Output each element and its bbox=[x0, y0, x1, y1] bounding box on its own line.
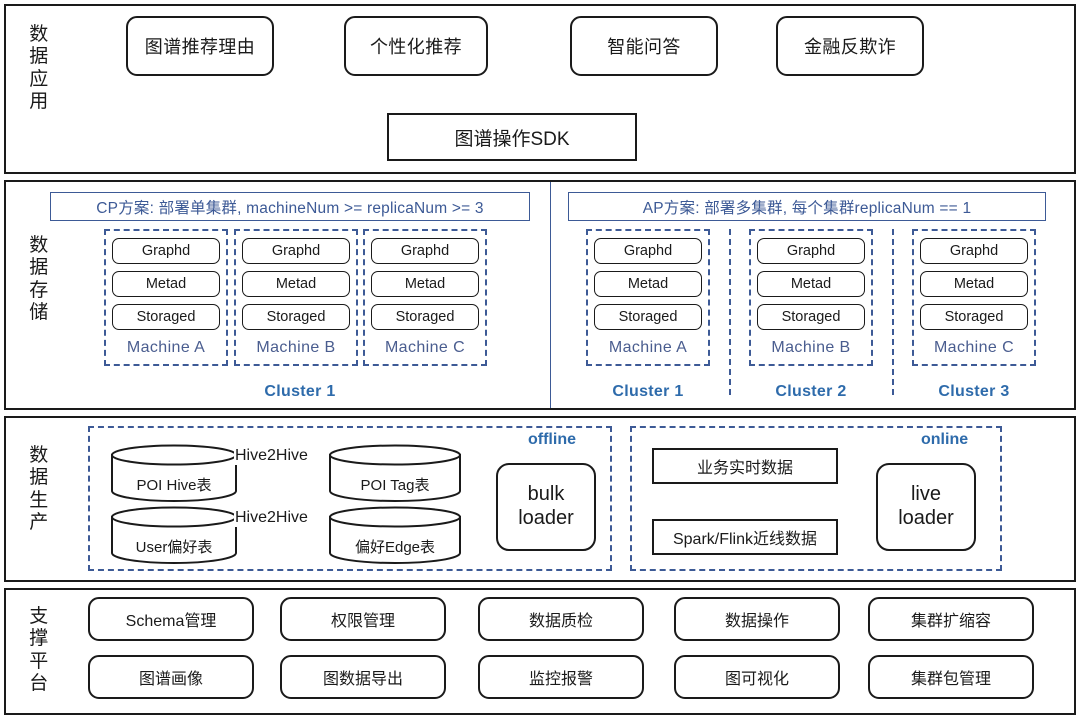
platform-box-schema-management[interactable]: Schema管理 bbox=[88, 597, 254, 641]
cluster-label-ap-2: Cluster 2 bbox=[775, 383, 847, 400]
machine-ap-b[interactable]: Graphd Metad Storaged Machine B bbox=[749, 229, 873, 366]
ap-cluster-divider-1 bbox=[729, 229, 731, 395]
service-storaged[interactable]: Storaged bbox=[112, 304, 220, 330]
service-storaged[interactable]: Storaged bbox=[242, 304, 350, 330]
service-graphd[interactable]: Graphd bbox=[594, 238, 702, 264]
cluster-label-ap-3: Cluster 3 bbox=[938, 383, 1010, 400]
bulk-loader-line2: loader bbox=[518, 507, 574, 529]
service-storaged[interactable]: Storaged bbox=[371, 304, 479, 330]
scheme-header-cp: CP方案: 部署单集群, machineNum >= replicaNum >=… bbox=[50, 192, 530, 221]
cluster-label-cp-1: Cluster 1 bbox=[264, 383, 336, 400]
cylinder-user-preference-table[interactable]: User偏好表 bbox=[110, 506, 238, 564]
cylinder-label: User偏好表 bbox=[135, 539, 213, 556]
online-tag: online bbox=[921, 431, 969, 448]
row-label-char: 应 bbox=[29, 68, 49, 90]
row-label-char: 储 bbox=[29, 302, 49, 324]
row-label-char: 数 bbox=[29, 235, 49, 256]
service-metad[interactable]: Metad bbox=[594, 271, 702, 297]
machine-cp-b[interactable]: Graphd Metad Storaged Machine B bbox=[234, 229, 358, 366]
machine-name: Machine B bbox=[771, 339, 851, 356]
service-metad[interactable]: Metad bbox=[112, 271, 220, 297]
machine-ap-a[interactable]: Graphd Metad Storaged Machine A bbox=[586, 229, 710, 366]
cylinder-label: 偏好Edge表 bbox=[354, 539, 436, 556]
cylinder-label: POI Tag表 bbox=[360, 477, 430, 494]
row-label-char: 数 bbox=[29, 445, 49, 466]
machine-name: Machine A bbox=[608, 339, 688, 356]
row-label-char: 支 bbox=[29, 606, 49, 627]
service-metad[interactable]: Metad bbox=[242, 271, 350, 297]
service-metad[interactable]: Metad bbox=[757, 271, 865, 297]
service-graphd[interactable]: Graphd bbox=[757, 238, 865, 264]
platform-box-data-operation[interactable]: 数据操作 bbox=[674, 597, 840, 641]
app-box-graph-recommend-reason[interactable]: 图谱推荐理由 bbox=[126, 16, 274, 76]
cluster-label-ap-1: Cluster 1 bbox=[612, 383, 684, 400]
box-business-realtime-data[interactable]: 业务实时数据 bbox=[652, 448, 838, 484]
machine-ap-c[interactable]: Graphd Metad Storaged Machine C bbox=[912, 229, 1036, 366]
app-box-personalized-recommend[interactable]: 个性化推荐 bbox=[344, 16, 488, 76]
row-label-char: 据 bbox=[29, 46, 49, 68]
ap-cluster-divider-2 bbox=[892, 229, 894, 395]
row-label-support-platform: 支 撑 平 台 bbox=[16, 606, 62, 696]
platform-box-data-quality-check[interactable]: 数据质检 bbox=[478, 597, 644, 641]
platform-box-graph-visualization[interactable]: 图可视化 bbox=[674, 655, 840, 699]
cylinder-preference-edge-table[interactable]: 偏好Edge表 bbox=[328, 506, 462, 564]
edge-label-hive2hive-2: Hive2Hive bbox=[234, 509, 309, 527]
edge-label-hive2hive-1: Hive2Hive bbox=[234, 447, 309, 465]
machine-name: Machine A bbox=[126, 339, 206, 356]
cylinder-label: POI Hive表 bbox=[136, 477, 212, 494]
live-loader-line2: loader bbox=[898, 507, 954, 529]
row-label-char: 存 bbox=[29, 279, 49, 301]
cylinder-poi-hive-table[interactable]: POI Hive表 bbox=[110, 444, 238, 502]
machine-cp-c[interactable]: Graphd Metad Storaged Machine C bbox=[363, 229, 487, 366]
offline-tag: offline bbox=[528, 431, 576, 448]
row-label-data-production: 数 据 生 产 bbox=[16, 445, 62, 535]
bulk-loader-line1: bulk bbox=[527, 483, 565, 506]
row-label-char: 撑 bbox=[29, 628, 49, 650]
platform-box-permission-management[interactable]: 权限管理 bbox=[280, 597, 446, 641]
service-graphd[interactable]: Graphd bbox=[242, 238, 350, 264]
platform-box-cluster-scaling[interactable]: 集群扩缩容 bbox=[868, 597, 1034, 641]
app-box-intelligent-qa[interactable]: 智能问答 bbox=[570, 16, 718, 76]
service-storaged[interactable]: Storaged bbox=[757, 304, 865, 330]
row-label-data-application: 数 据 应 用 bbox=[16, 24, 62, 114]
service-graphd[interactable]: Graphd bbox=[371, 238, 479, 264]
machine-cp-a[interactable]: Graphd Metad Storaged Machine A bbox=[104, 229, 228, 366]
live-loader-line1: live bbox=[910, 483, 941, 506]
service-storaged[interactable]: Storaged bbox=[920, 304, 1028, 330]
scheme-header-ap: AP方案: 部署多集群, 每个集群replicaNum == 1 bbox=[568, 192, 1046, 221]
service-graphd[interactable]: Graphd bbox=[112, 238, 220, 264]
row-label-char: 据 bbox=[29, 257, 49, 279]
app-box-financial-antifraud[interactable]: 金融反欺诈 bbox=[776, 16, 924, 76]
platform-box-monitoring-alert[interactable]: 监控报警 bbox=[478, 655, 644, 699]
row-label-char: 用 bbox=[29, 91, 49, 113]
box-spark-flink-nearline-data[interactable]: Spark/Flink近线数据 bbox=[652, 519, 838, 555]
machine-name: Machine C bbox=[384, 339, 466, 356]
platform-box-graph-data-export[interactable]: 图数据导出 bbox=[280, 655, 446, 699]
row-label-char: 生 bbox=[29, 489, 49, 511]
row-label-data-storage: 数 据 存 储 bbox=[16, 235, 62, 325]
sdk-box-graph-operation[interactable]: 图谱操作SDK bbox=[387, 113, 637, 161]
row-label-char: 产 bbox=[29, 512, 49, 534]
service-storaged[interactable]: Storaged bbox=[594, 304, 702, 330]
machine-name: Machine C bbox=[933, 339, 1015, 356]
row-label-char: 数 bbox=[29, 24, 49, 45]
service-metad[interactable]: Metad bbox=[920, 271, 1028, 297]
storage-scheme-divider bbox=[550, 182, 551, 408]
bulk-loader-box[interactable]: bulk loader bbox=[496, 463, 596, 551]
row-label-char: 平 bbox=[29, 650, 49, 672]
platform-box-cluster-package-management[interactable]: 集群包管理 bbox=[868, 655, 1034, 699]
live-loader-box[interactable]: live loader bbox=[876, 463, 976, 551]
cylinder-poi-tag-table[interactable]: POI Tag表 bbox=[328, 444, 462, 502]
service-metad[interactable]: Metad bbox=[371, 271, 479, 297]
row-label-char: 台 bbox=[29, 673, 49, 695]
platform-box-graph-profiling[interactable]: 图谱画像 bbox=[88, 655, 254, 699]
service-graphd[interactable]: Graphd bbox=[920, 238, 1028, 264]
row-label-char: 据 bbox=[29, 467, 49, 489]
machine-name: Machine B bbox=[256, 339, 336, 356]
